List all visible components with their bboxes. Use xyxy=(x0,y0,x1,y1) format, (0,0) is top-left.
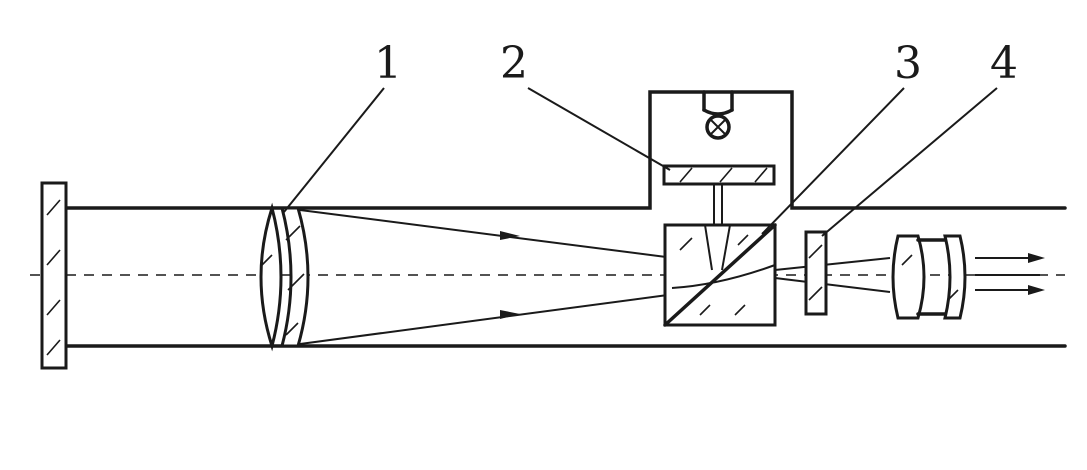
output-rays xyxy=(975,253,1045,295)
lower-ray-arrow xyxy=(500,310,520,319)
lamp-icon xyxy=(702,90,734,140)
window-plate xyxy=(40,181,68,370)
part-label-3: 3 xyxy=(894,38,922,89)
exit-ray-lower xyxy=(774,277,891,293)
part-label-4: 4 xyxy=(990,38,1018,89)
objective-lens xyxy=(259,202,310,352)
leader-line-3 xyxy=(761,87,905,235)
part-label-1: 1 xyxy=(374,38,402,89)
field-plate xyxy=(804,230,828,316)
eyepiece-lens xyxy=(891,234,967,320)
leader-line-2 xyxy=(527,87,671,171)
tube-top-edge xyxy=(63,90,1067,210)
leader-line-1 xyxy=(283,87,385,213)
beam-splitter-prism xyxy=(663,223,777,327)
exit-ray-upper xyxy=(774,257,891,271)
upper-ray-arrow xyxy=(500,231,520,240)
leader-line-4 xyxy=(821,87,998,237)
reticle-plate xyxy=(662,164,776,186)
part-label-2: 2 xyxy=(500,38,528,89)
